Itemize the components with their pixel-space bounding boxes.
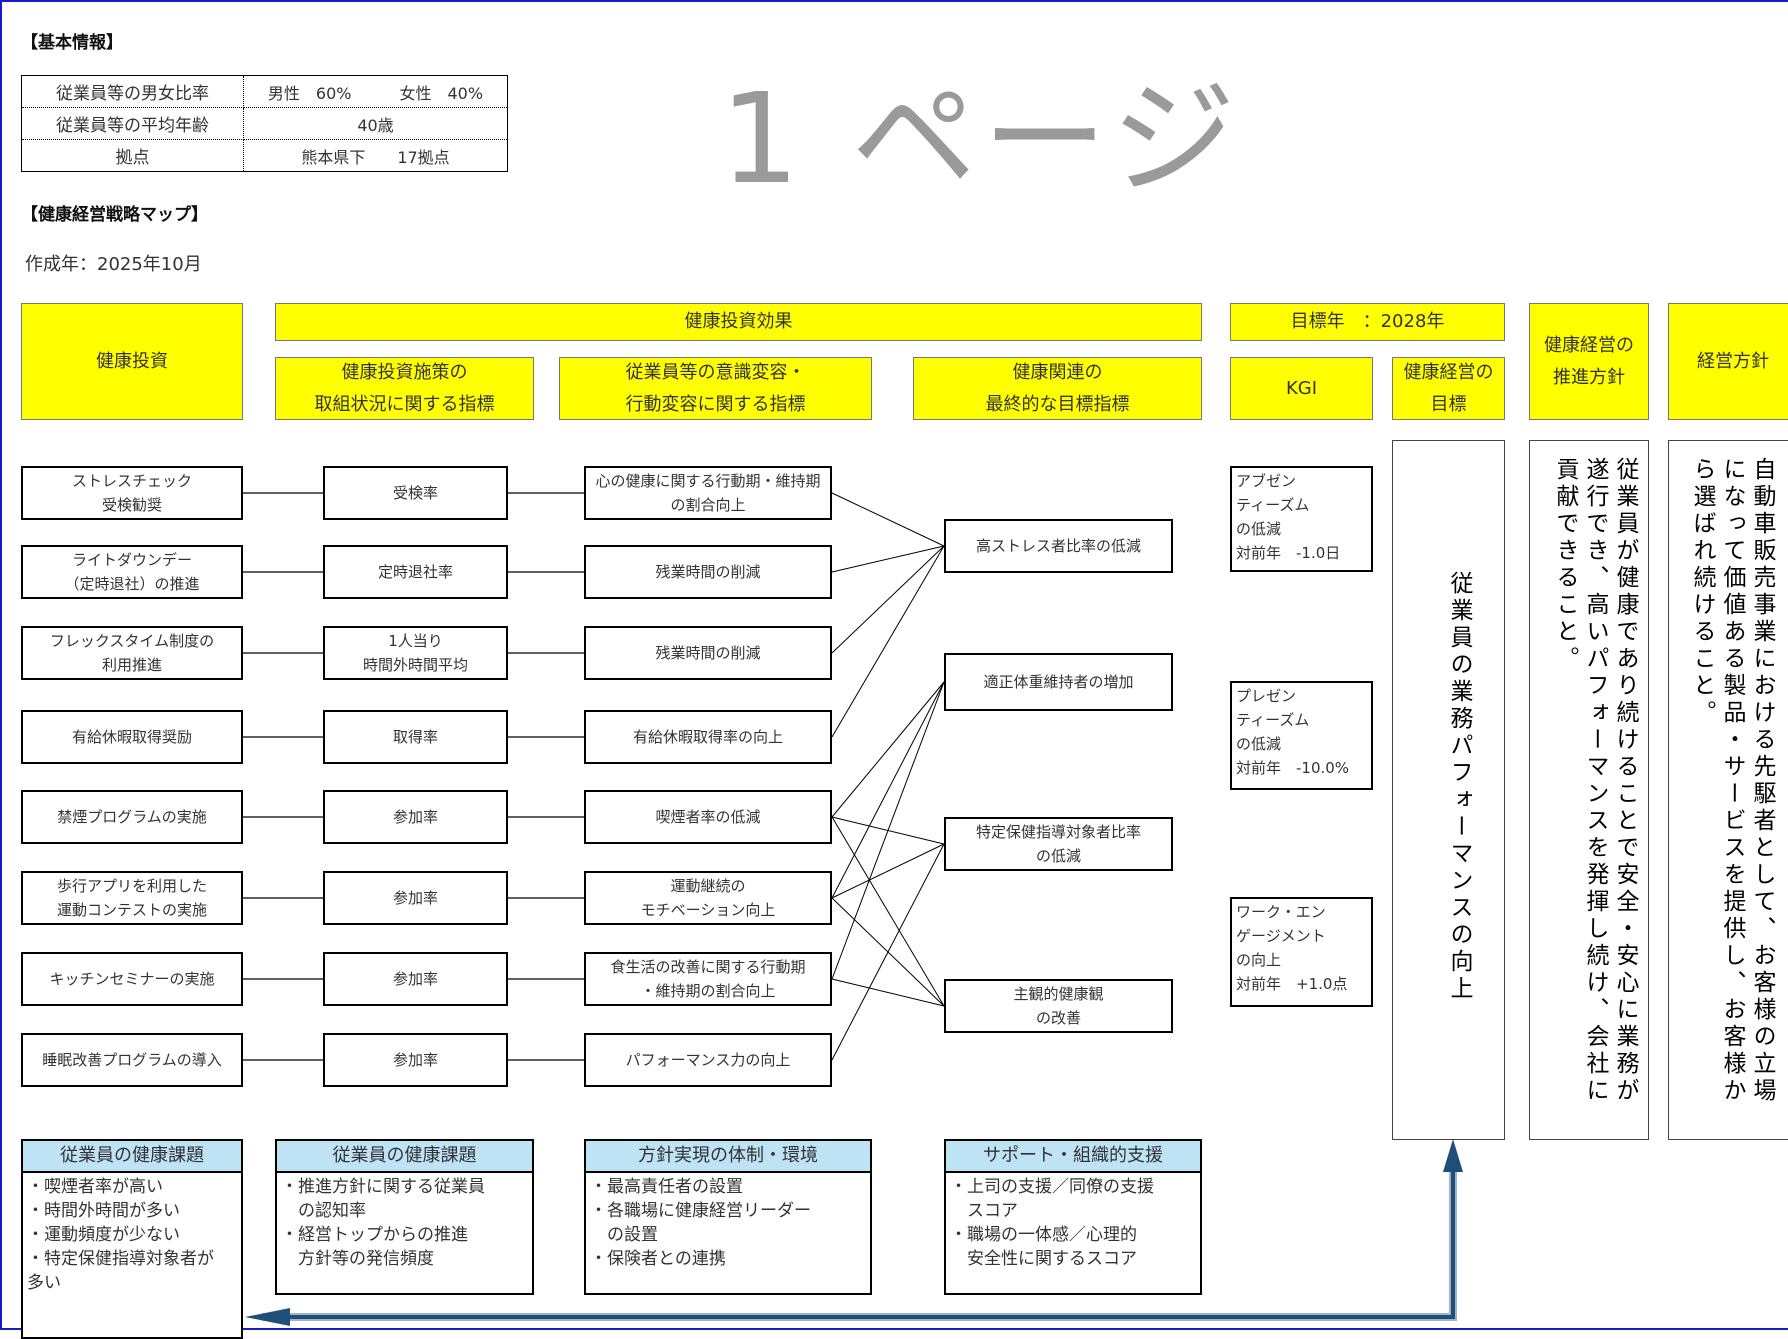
row-value: 40歳	[243, 107, 508, 140]
kgi-box: アブゼン ティーズム の低減 対前年 -1.0日	[1230, 466, 1373, 572]
initiative-box: 歩行アプリを利用した 運動コンテストの実施	[21, 871, 243, 925]
list-item: ・各職場に健康経営リーダー の設置	[590, 1201, 811, 1245]
created-date: 作成年：2025年10月	[25, 254, 202, 275]
list-item: ・時間外時間が多い	[27, 1201, 180, 1221]
metric-box: 参加率	[323, 790, 508, 844]
connector	[831, 681, 945, 818]
connector	[831, 545, 945, 654]
outcome-box: 高ストレス者比率の低減	[944, 519, 1173, 573]
policy-text-box: 従業員が健康であり続けることで安全・安心に業務が遂行でき、高いパフォーマンスを発…	[1529, 440, 1649, 1140]
table-row: 従業員等の男女比率男性 60% 女性 40%	[21, 75, 508, 108]
connector	[831, 492, 945, 547]
bottom-box-title: サポート・組織的支援	[946, 1141, 1200, 1173]
outcome-box: 主観的健康観 の改善	[944, 979, 1173, 1033]
header-col3: 従業員等の意識変容・ 行動変容に関する指標	[559, 357, 872, 420]
behavior-box: 運動継続の モチベーション向上	[584, 871, 832, 925]
behavior-box: 有給休暇取得率の向上	[584, 710, 832, 764]
initiative-box: ライトダウンデー （定時退社）の推進	[21, 545, 243, 599]
header-goal: 健康経営の 目標	[1392, 357, 1505, 420]
behavior-box: 喫煙者率の低減	[584, 790, 832, 844]
connector	[831, 545, 945, 573]
kgi-box: ワーク・エン ゲージメント の向上 対前年 +1.0点	[1230, 897, 1373, 1007]
list-item: ・特定保健指導対象者が 多い	[27, 1249, 214, 1293]
bottom-box-title: 方針実現の体制・環境	[586, 1141, 870, 1173]
header-target-year: 目標年 ：2028年	[1230, 303, 1505, 341]
management-text-box: 自動車販売事業における先駆者として、お客様の立場になって価値ある製品・サービスを…	[1668, 440, 1788, 1140]
connector	[831, 681, 945, 899]
list-item: ・喫煙者率が高い	[27, 1177, 163, 1197]
initiative-box: ストレスチェック 受検勧奨	[21, 466, 243, 520]
list-item: ・推進方針に関する従業員 の認知率	[281, 1177, 485, 1221]
behavior-box: 残業時間の削減	[584, 626, 832, 680]
row-label: 従業員等の平均年齢	[21, 107, 244, 140]
list-item: ・経営トップからの推進 方針等の発信頻度	[281, 1225, 468, 1269]
header-investment: 健康投資	[21, 303, 243, 420]
metric-box: 参加率	[323, 1033, 508, 1087]
header-policy: 健康経営の 推進方針	[1529, 303, 1649, 420]
basic-info-title: 【基本情報】	[21, 33, 123, 53]
connector	[831, 816, 945, 1007]
behavior-box: 食生活の改善に関する行動期 ・維持期の割合向上	[584, 952, 832, 1006]
header-kgi: KGI	[1230, 357, 1373, 420]
header-col4: 健康関連の 最終的な目標指標	[913, 357, 1202, 420]
list-item: ・職場の一体感／心理的 安全性に関するスコア	[950, 1225, 1137, 1269]
connector	[831, 843, 945, 899]
outcome-box: 適正体重維持者の増加	[944, 653, 1173, 711]
list-item: ・最高責任者の設置	[590, 1177, 743, 1197]
kgi-box: プレゼン ティーズム の低減 対前年 -10.0%	[1230, 681, 1373, 790]
header-col2: 健康投資施策の 取組状況に関する指標	[275, 357, 534, 420]
metric-box: 参加率	[323, 952, 508, 1006]
list-item: ・保険者との連携	[590, 1249, 726, 1269]
metric-box: 受検率	[323, 466, 508, 520]
metric-box: 1人当り 時間外時間平均	[323, 626, 508, 680]
header-management: 経営方針	[1668, 303, 1788, 420]
row-value: 男性 60% 女性 40%	[243, 75, 508, 108]
initiative-box: 睡眠改善プログラムの導入	[21, 1033, 243, 1087]
table-row: 拠点熊本県下 17拠点	[21, 139, 508, 172]
metric-box: 定時退社率	[323, 545, 508, 599]
map-title: 【健康経営戦略マップ】	[21, 205, 208, 225]
connector	[831, 978, 945, 1007]
behavior-box: 心の健康に関する行動期・維持期 の割合向上	[584, 466, 832, 520]
bottom-box-title: 従業員の健康課題	[23, 1141, 241, 1173]
list-item: ・上司の支援／同僚の支援 スコア	[950, 1177, 1154, 1221]
bottom-box: 従業員の健康課題・喫煙者率が高い・時間外時間が多い・運動頻度が少ない・特定保健指…	[21, 1139, 243, 1339]
connector	[831, 545, 945, 738]
bottom-box: サポート・組織的支援・上司の支援／同僚の支援 スコア・職場の一体感／心理的 安全…	[944, 1139, 1202, 1295]
goal-text-box: 従業員の業務パフォーマンスの向上	[1392, 440, 1505, 1140]
bottom-box: 従業員の健康課題・推進方針に関する従業員 の認知率・経営トップからの推進 方針等…	[275, 1139, 534, 1295]
connector	[831, 681, 945, 980]
behavior-box: パフォーマンス力の向上	[584, 1033, 832, 1087]
metric-box: 参加率	[323, 871, 508, 925]
initiative-box: 有給休暇取得奨励	[21, 710, 243, 764]
row-label: 従業員等の男女比率	[21, 75, 244, 108]
behavior-box: 残業時間の削減	[584, 545, 832, 599]
bottom-box-title: 従業員の健康課題	[277, 1141, 532, 1173]
initiative-box: フレックスタイム制度の 利用推進	[21, 626, 243, 680]
bottom-box: 方針実現の体制・環境・最高責任者の設置・各職場に健康経営リーダー の設置・保険者…	[584, 1139, 872, 1295]
initiative-box: キッチンセミナーの実施	[21, 952, 243, 1006]
initiative-box: 禁煙プログラムの実施	[21, 790, 243, 844]
metric-box: 取得率	[323, 710, 508, 764]
outcome-box: 特定保健指導対象者比率 の低減	[944, 817, 1173, 871]
header-effect: 健康投資効果	[275, 303, 1202, 341]
list-item: ・運動頻度が少ない	[27, 1225, 180, 1245]
row-label: 拠点	[21, 139, 244, 172]
row-value: 熊本県下 17拠点	[243, 139, 508, 172]
connector	[831, 843, 945, 1061]
